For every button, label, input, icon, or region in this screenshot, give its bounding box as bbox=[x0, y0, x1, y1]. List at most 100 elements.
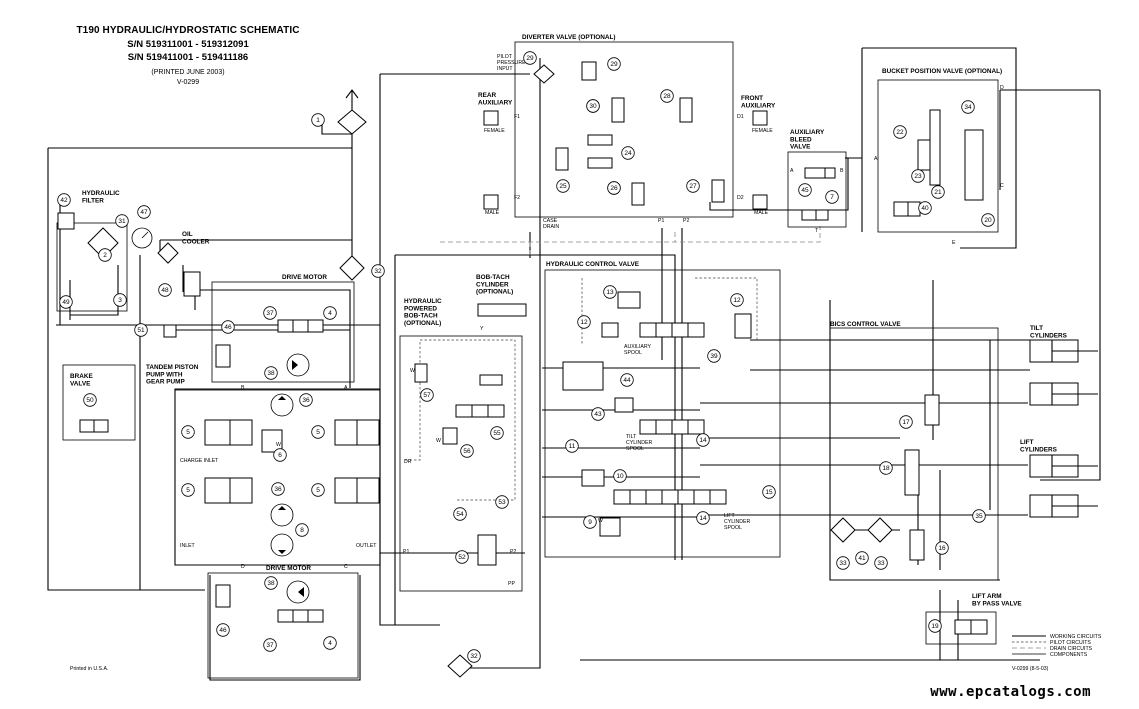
callout-30: 30 bbox=[589, 103, 597, 110]
callout-5: 5 bbox=[186, 487, 190, 494]
callout-circle-21 bbox=[931, 185, 945, 199]
label-hydraulic-control-valve: HYDRAULIC CONTROL VALVE bbox=[546, 261, 640, 268]
callout-group: 1234567891011121314151617181920212223242… bbox=[57, 51, 995, 663]
port-f1: F1 bbox=[514, 114, 520, 120]
legend-working: WORKING CIRCUITS bbox=[1050, 634, 1102, 640]
callout-34: 34 bbox=[964, 104, 972, 111]
callout-39: 39 bbox=[710, 353, 718, 360]
callout-circle-44 bbox=[620, 373, 634, 387]
port-d-bottom: D bbox=[241, 564, 245, 570]
callout-46: 46 bbox=[219, 627, 227, 634]
callout-33: 33 bbox=[877, 560, 885, 567]
hydraulic-control-valve-box bbox=[544, 269, 781, 558]
port-dr: DR bbox=[404, 459, 412, 465]
callout-52: 52 bbox=[458, 554, 466, 561]
document-code: V-0299 bbox=[176, 79, 200, 86]
callout-42: 42 bbox=[60, 197, 68, 204]
callout-circle-22 bbox=[893, 125, 907, 139]
label-charge-inlet: CHARGE INLET bbox=[180, 458, 219, 464]
port-e-bucket: E bbox=[952, 240, 956, 246]
callout-10: 10 bbox=[616, 473, 624, 480]
callout-13: 13 bbox=[606, 289, 614, 296]
callout-circle-49 bbox=[59, 295, 73, 309]
callout-circle-25 bbox=[556, 179, 570, 193]
bucket-position-box bbox=[877, 79, 999, 233]
callout-circle-31 bbox=[115, 214, 129, 228]
callout-20: 20 bbox=[984, 217, 992, 224]
callout-54: 54 bbox=[456, 511, 464, 518]
callout-circle-56 bbox=[460, 444, 474, 458]
label-male-right: MALE bbox=[754, 210, 769, 216]
brake-valve-box bbox=[62, 364, 136, 441]
port-w-57: W bbox=[410, 368, 415, 374]
callout-44: 44 bbox=[623, 377, 631, 384]
port-a-top: A bbox=[344, 385, 348, 391]
callout-19: 19 bbox=[931, 623, 939, 630]
label-outlet: OUTLET bbox=[356, 543, 377, 549]
callout-22: 22 bbox=[896, 129, 904, 136]
callout-circle-52 bbox=[455, 550, 469, 564]
callout-circle-43 bbox=[591, 407, 605, 421]
callout-circle-20 bbox=[981, 213, 995, 227]
bobtach-box bbox=[399, 335, 523, 592]
callout-circle-42 bbox=[57, 193, 71, 207]
callout-circle-19 bbox=[928, 619, 942, 633]
callout-2: 2 bbox=[103, 252, 107, 259]
callout-circle-24 bbox=[621, 146, 635, 160]
valve-spools bbox=[79, 61, 988, 635]
callout-31: 31 bbox=[118, 218, 126, 225]
callout-5: 5 bbox=[186, 429, 190, 436]
callout-circle-47 bbox=[137, 205, 151, 219]
callout-4: 4 bbox=[328, 640, 332, 647]
callout-circle-5 bbox=[181, 425, 195, 439]
callout-circle-54 bbox=[453, 507, 467, 521]
port-c-bucket: C bbox=[1000, 183, 1004, 189]
hydraulic-filter-box bbox=[56, 222, 128, 312]
callout-37: 37 bbox=[266, 642, 274, 649]
label-diverter-valve: DIVERTER VALVE (OPTIONAL) bbox=[522, 34, 616, 41]
callout-9: 9 bbox=[588, 519, 592, 526]
port-labels: DR PP P1 P2 P1 P2 F1 F2 D1 D2 B A D C A … bbox=[241, 85, 1004, 587]
port-w-6: W bbox=[276, 442, 281, 448]
callout-circle-5 bbox=[311, 425, 325, 439]
callout-circle-1 bbox=[311, 113, 325, 127]
callout-46: 46 bbox=[224, 324, 232, 331]
callout-circle-23 bbox=[911, 169, 925, 183]
port-p1-diverter: P1 bbox=[658, 218, 664, 224]
callout-41: 41 bbox=[858, 555, 866, 562]
callout-12: 12 bbox=[733, 297, 741, 304]
callout-32: 32 bbox=[374, 268, 382, 275]
callout-circle-15 bbox=[762, 485, 776, 499]
label-female-left: FEMALE bbox=[484, 128, 505, 134]
port-p2-bobtach: P2 bbox=[510, 549, 516, 555]
callout-6: 6 bbox=[278, 452, 282, 459]
watermark: www.epcatalogs.com bbox=[930, 684, 1091, 700]
callout-57: 57 bbox=[423, 392, 431, 399]
label-footer-code: V-0299 (8-5-03) bbox=[1012, 666, 1049, 672]
callout-32: 32 bbox=[470, 653, 478, 660]
callout-17: 17 bbox=[902, 419, 910, 426]
port-c-bottom: C bbox=[344, 564, 348, 570]
callout-55: 55 bbox=[493, 430, 501, 437]
callout-circle-55 bbox=[490, 426, 504, 440]
callout-circle-33 bbox=[874, 556, 888, 570]
callout-26: 26 bbox=[610, 185, 618, 192]
callout-circle-4 bbox=[323, 306, 337, 320]
callout-circle-50 bbox=[83, 393, 97, 407]
legend-component: COMPONENTS bbox=[1050, 652, 1088, 658]
bics-control-box bbox=[829, 327, 999, 581]
callout-circle-38 bbox=[264, 576, 278, 590]
callout-28: 28 bbox=[663, 93, 671, 100]
